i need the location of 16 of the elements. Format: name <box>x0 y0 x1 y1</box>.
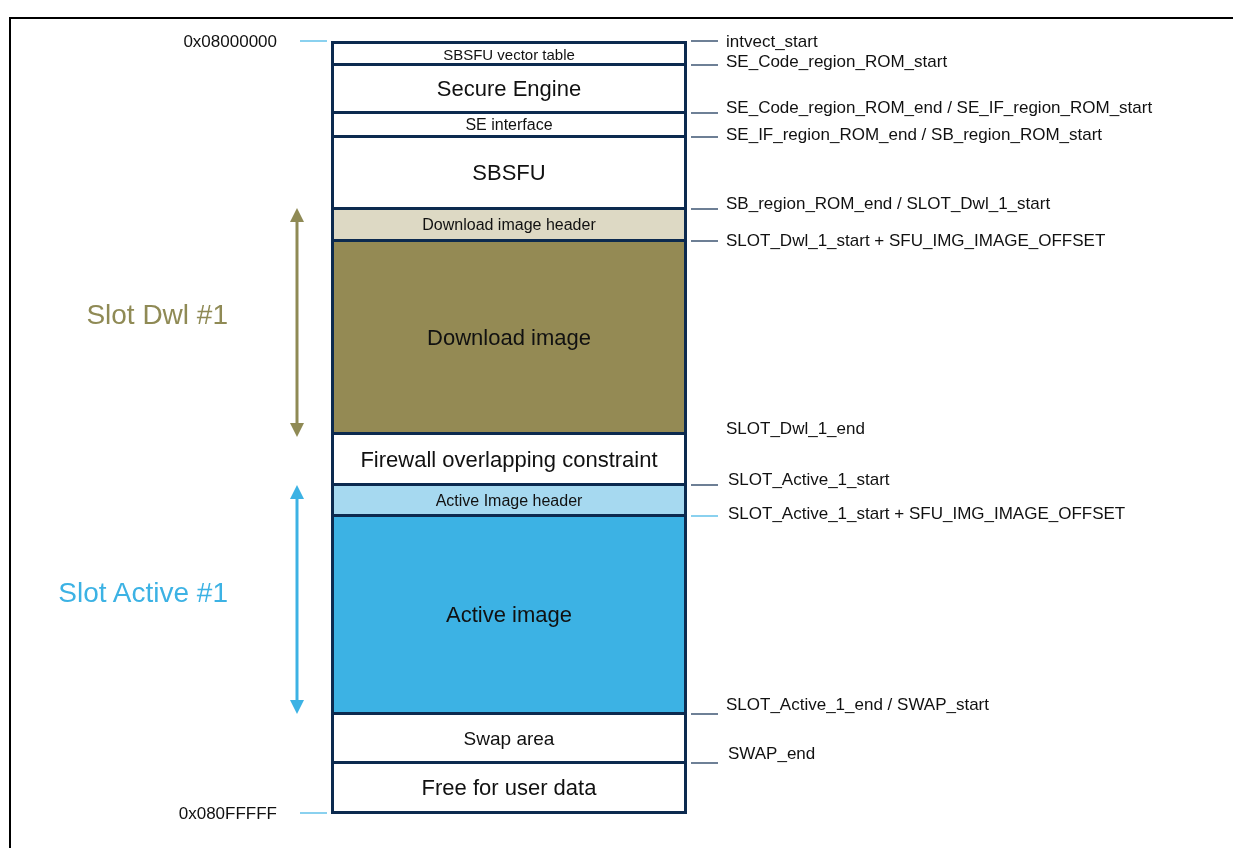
boundary-label: SB_region_ROM_end / SLOT_Dwl_1_start <box>726 194 1051 212</box>
boundary-label: SLOT_Active_1_end / SWAP_start <box>726 695 989 713</box>
boundary-label: SLOT_Active_1_start + SFU_IMG_IMAGE_OFFSET <box>728 504 1126 522</box>
boundary-label: SE_IF_region_ROM_end / SB_region_ROM_start <box>726 125 1103 143</box>
boundary-label: intvect_start <box>726 32 818 50</box>
boundary-label: SLOT_Dwl_1_start + SFU_IMG_IMAGE_OFFSET <box>726 231 1106 249</box>
address-label: 0x08000000 <box>183 32 277 50</box>
boundary-label: SE_Code_region_ROM_end / SE_IF_region_ROM_start <box>726 98 1153 116</box>
memory-region: Free for user data <box>331 761 687 814</box>
boundary-label: SLOT_Active_1_start <box>728 470 890 488</box>
boundary-label: SWAP_end <box>728 744 816 762</box>
boundary-label: SLOT_Dwl_1_end <box>726 419 865 437</box>
slot-label: Slot Active #1 <box>58 579 228 607</box>
address-label: 0x080FFFFF <box>178 804 277 822</box>
boundary-label: SE_Code_region_ROM_start <box>726 52 948 70</box>
slot-label: Slot Dwl #1 <box>86 301 228 329</box>
